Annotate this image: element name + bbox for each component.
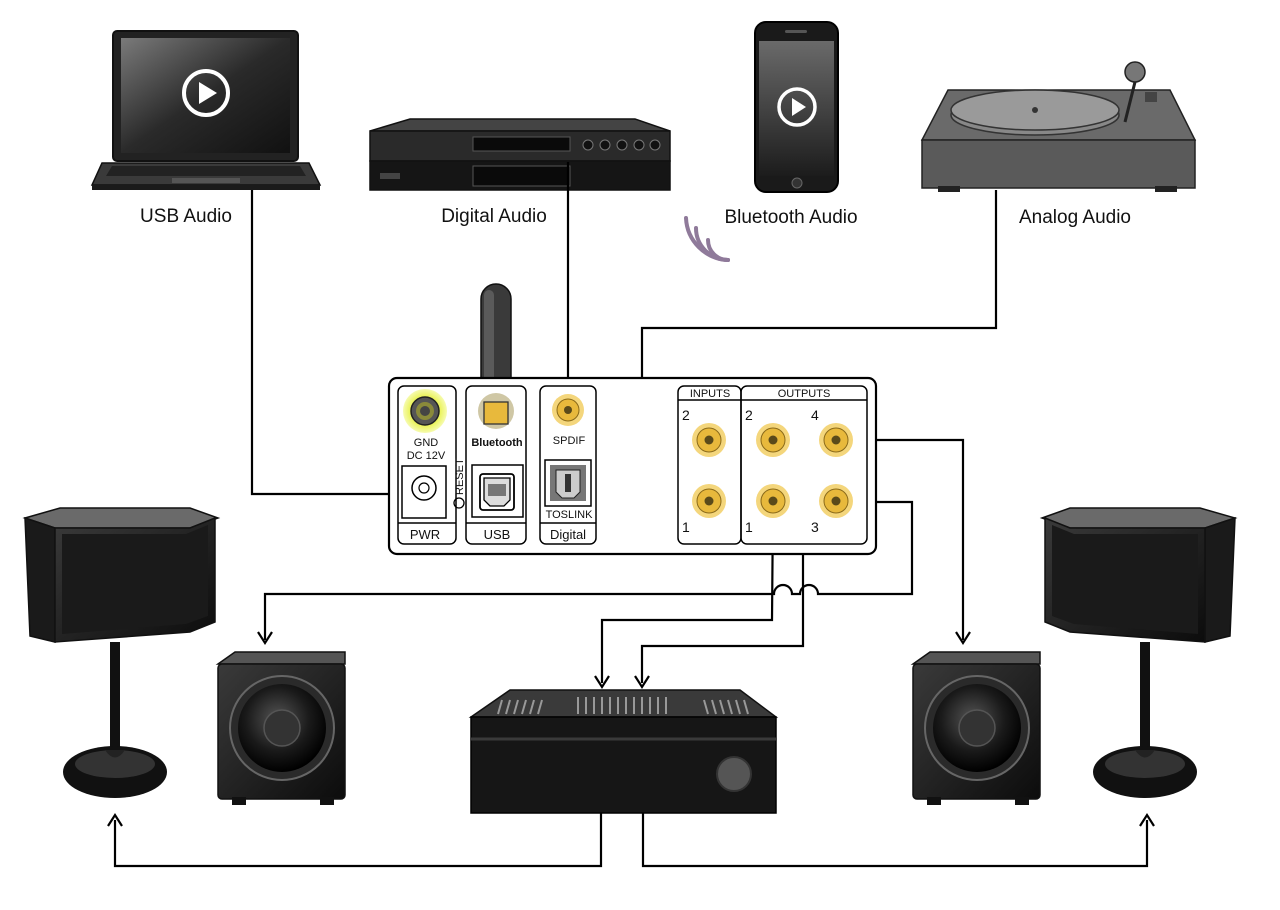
left-subwoofer-icon <box>215 651 346 805</box>
analog-audio-label: Analog Audio <box>1019 207 1131 228</box>
phone-icon <box>754 21 839 193</box>
digital-port-label: Digital <box>550 527 586 542</box>
input-1-number: 1 <box>682 519 690 535</box>
rca-output-1 <box>756 484 790 518</box>
output-2-number: 2 <box>745 407 753 423</box>
pwr-label: PWR <box>410 527 440 542</box>
arrowheads <box>107 631 1155 827</box>
dc-label: DC 12V <box>407 450 446 462</box>
usb-audio-label: USB Audio <box>140 206 232 227</box>
laptop-icon <box>90 30 322 190</box>
rca-output-4 <box>819 423 853 457</box>
rca-output-3 <box>819 484 853 518</box>
toslink-label: TOSLINK <box>546 509 594 521</box>
turntable-icon <box>920 61 1197 192</box>
rca-output-2 <box>756 423 790 457</box>
digital-player-icon <box>369 118 671 191</box>
amplifier-icon <box>468 689 779 814</box>
bluetooth-port-label: Bluetooth <box>471 437 523 449</box>
outputs-label: OUTPUTS <box>778 388 831 400</box>
reset-label: RESET <box>454 458 466 495</box>
rca-input-2 <box>692 423 726 457</box>
audio-hub-panel: GND DC 12V PWR RESET Bluetooth USB SPDIF… <box>387 283 878 556</box>
gnd-label: GND <box>414 437 439 449</box>
left-speaker-icon <box>22 507 221 798</box>
input-2-number: 2 <box>682 407 690 423</box>
usb-port-label: USB <box>484 527 511 542</box>
spdif-label: SPDIF <box>553 435 586 447</box>
rca-input-1 <box>692 484 726 518</box>
right-subwoofer-icon <box>910 651 1041 805</box>
output-3-number: 3 <box>811 519 819 535</box>
output-4-number: 4 <box>811 407 819 423</box>
connection-wires <box>113 162 1149 868</box>
right-speaker-icon <box>1039 507 1238 798</box>
bluetooth-waves-icon <box>684 216 730 262</box>
bluetooth-audio-label: Bluetooth Audio <box>724 207 857 228</box>
inputs-label: INPUTS <box>690 388 730 400</box>
output-1-number: 1 <box>745 519 753 535</box>
digital-audio-label: Digital Audio <box>441 206 547 227</box>
